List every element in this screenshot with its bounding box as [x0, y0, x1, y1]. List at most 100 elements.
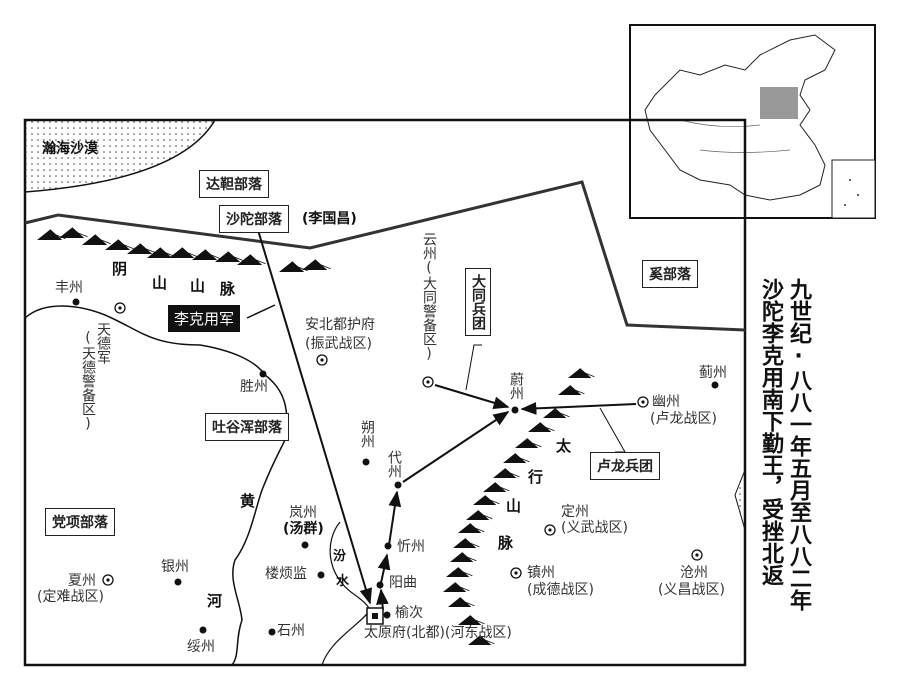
tuyuhun-tribe-label: 吐谷浑部落: [205, 413, 289, 441]
place-shuozhou: 朔州: [359, 420, 375, 448]
mountain-peak: [493, 468, 516, 478]
mountain-peak: [483, 482, 506, 492]
mountain-peak: [528, 422, 551, 432]
mountain-peak: [568, 368, 591, 378]
yellow-river-char: 黄: [240, 492, 256, 510]
mountain-peak: [468, 635, 491, 645]
mountain-peak: [443, 582, 466, 592]
mountain-peak: [147, 247, 172, 258]
mountain-peak: [82, 234, 107, 245]
fen-river-char: 汾: [333, 549, 347, 564]
city-dot: [72, 298, 80, 306]
dangxiang-tribe-label: 党项部落: [45, 508, 115, 536]
shatuo-leader-label: (李国昌): [302, 211, 357, 227]
city-dot: [426, 380, 430, 384]
mountain-peak: [302, 259, 327, 270]
city-dot: [317, 571, 325, 579]
place-daizhou: 代州: [386, 450, 402, 478]
place-zhenzhou: 镇州: [527, 565, 555, 581]
place-cangzhou: 沧州: [680, 565, 708, 581]
city-dot: [548, 528, 552, 532]
city-dot: [514, 571, 518, 575]
place-yuci: 榆次: [395, 605, 423, 621]
place-suizhou: 绥州: [187, 639, 215, 655]
sea-region: [734, 469, 746, 531]
fen-river: [321, 521, 371, 666]
place-lanzhou: 岚州: [289, 505, 317, 521]
place-taiyuan: 太原府(北都)(河东战区): [364, 625, 512, 641]
city-dot: [106, 578, 110, 582]
mountain-peak: [446, 567, 469, 577]
city-dot: [384, 542, 392, 550]
place-yinzhou: 银州: [161, 559, 189, 575]
yinshan-char: 脉: [220, 280, 236, 298]
city-dot: [511, 406, 519, 414]
li-keyong-army-label: 李克用军: [168, 305, 241, 332]
mountain-ranges: [37, 227, 595, 646]
city-dot: [641, 400, 645, 404]
desert-region: [24, 119, 217, 193]
yinshan-char: 山: [152, 274, 168, 292]
inset-china-map: [629, 24, 876, 219]
place-xiazhou: 夏州: [68, 573, 96, 589]
place-yangqu: 阳曲: [389, 575, 417, 591]
mountain-peak: [458, 615, 481, 625]
yinshan-char: 山: [190, 277, 206, 295]
city-dot: [118, 306, 122, 310]
mountain-peak: [127, 243, 152, 254]
map-title-event: 沙陀李克用南下勤王，受挫北返: [758, 278, 783, 586]
place-anbei: 安北都护府: [305, 317, 375, 333]
taihang-char: 行: [528, 468, 544, 486]
mountain-peak: [215, 251, 240, 262]
mountain-peak: [59, 227, 84, 238]
place-weizhou: 蔚州: [508, 372, 524, 400]
city-dot: [320, 358, 324, 362]
place-jizhou: 蓟州: [699, 365, 727, 381]
city-dot: [259, 370, 267, 378]
place-dingzhou: 定州: [561, 504, 589, 520]
yellow-river: [24, 305, 288, 666]
map-title-period: 九世纪·八八一年五月至八八二年: [786, 278, 811, 611]
place-dingzhou-sub: (义武战区): [561, 520, 628, 536]
place-cangzhou-sub: (义昌战区): [658, 582, 725, 598]
frontier-line: [24, 180, 746, 332]
mountain-peak: [192, 249, 217, 260]
desert-label: 瀚海沙漠: [42, 141, 98, 157]
mountain-peak: [458, 523, 481, 533]
mountain-peak: [558, 385, 581, 395]
route-arrows: [376, 384, 637, 611]
shatuo-tribe-label: 沙陀部落: [219, 205, 289, 233]
place-youzhou-sub: (卢龙战区): [650, 411, 717, 427]
place-fengzhou: 丰州: [55, 280, 83, 296]
tatar-tribe-label: 达靼部落: [199, 170, 269, 198]
place-anbei-sub: (振武战区): [305, 336, 372, 352]
place-zhenzhou-sub: (成德战区): [527, 582, 594, 598]
taihang-char: 山: [506, 497, 522, 515]
city-dot: [383, 611, 391, 619]
place-tiande-sub: (天德警备区): [80, 330, 96, 432]
city-dot: [362, 458, 370, 466]
place-yunzhou: 云州(大同警备区): [421, 232, 437, 362]
lulong-army-label: 卢龙兵团: [590, 452, 660, 480]
place-xiazhou-sub: (定难战区): [37, 589, 104, 605]
mountain-peak: [453, 538, 476, 548]
city-dot: [301, 541, 309, 549]
fen-river-char: 水: [336, 574, 350, 589]
taihang-char: 脉: [498, 534, 514, 552]
place-youzhou: 幽州: [652, 394, 680, 410]
mountain-peak: [466, 510, 489, 520]
city-markers: [72, 298, 719, 636]
mountain-peak: [169, 247, 194, 258]
mountain-peak: [503, 453, 526, 463]
city-dot: [711, 381, 719, 389]
map-frame: [23, 118, 747, 667]
place-tiande: 天德军: [95, 322, 111, 364]
city-dot: [695, 553, 699, 557]
place-shizhou: 石州: [277, 623, 305, 639]
city-dot: [199, 626, 207, 634]
place-shengzhou: 胜州: [240, 379, 268, 395]
city-dot: [376, 581, 384, 589]
mountain-peak: [279, 261, 304, 272]
